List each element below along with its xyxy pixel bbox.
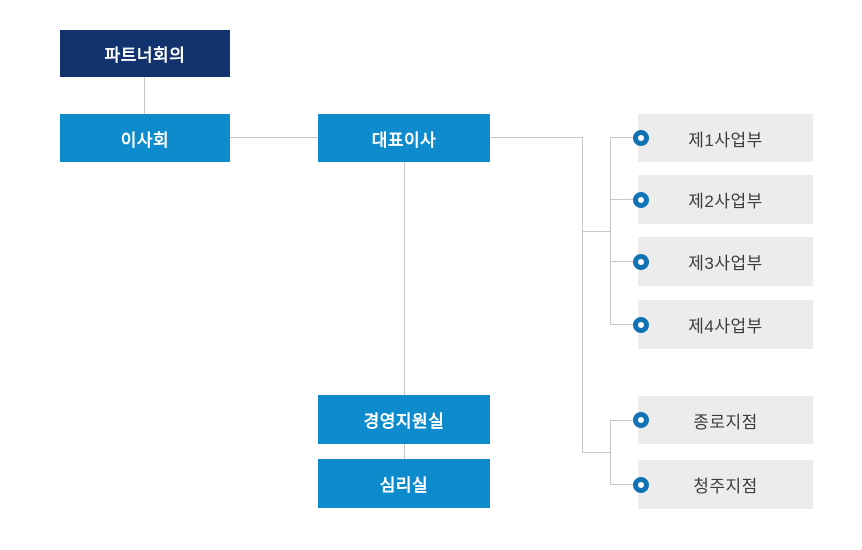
- connector-board-to-ceo: [230, 137, 318, 138]
- node-label: 대표이사: [371, 130, 437, 150]
- node-branch-jongno: 종로지점: [633, 396, 813, 444]
- connector-management-to-psychology: [404, 444, 405, 459]
- connector-branches-subtrunk: [610, 420, 611, 484]
- node-label: 청주지점: [693, 477, 758, 496]
- connector-division-3: [610, 261, 641, 262]
- circle-bullet-icon: [633, 412, 649, 428]
- node-management-support: 경영지원실: [318, 395, 490, 444]
- connector-division-4: [610, 324, 641, 325]
- circle-bullet-icon: [633, 316, 649, 333]
- node-division-1: 제1사업부: [633, 114, 813, 162]
- node-division-4: 제4사업부: [633, 300, 813, 349]
- connector-ceo-to-management: [404, 162, 405, 395]
- connector-main-trunk: [582, 137, 583, 452]
- node-board: 이사회: [60, 114, 230, 162]
- connector-trunk-to-divisions: [582, 231, 610, 232]
- connector-ceo-to-trunk: [490, 137, 582, 138]
- circle-bullet-icon: [633, 253, 649, 270]
- node-branch-cheongju: 청주지점: [633, 460, 813, 509]
- connector-divisions-subtrunk: [610, 137, 611, 325]
- connector-branch-2: [610, 484, 641, 485]
- node-label: 심리실: [379, 476, 429, 495]
- node-division-3: 제3사업부: [633, 237, 813, 286]
- node-label: 종로지점: [693, 412, 758, 432]
- node-label: 제3사업부: [688, 254, 763, 273]
- circle-bullet-icon: [633, 130, 649, 146]
- circle-bullet-icon: [633, 191, 649, 208]
- circle-bullet-icon: [633, 476, 649, 493]
- node-label: 파트너회의: [104, 46, 186, 65]
- node-psychology-office: 심리실: [318, 459, 490, 508]
- connector-trunk-to-branches: [582, 452, 610, 453]
- node-label: 제2사업부: [688, 192, 763, 211]
- node-label: 제1사업부: [688, 130, 763, 150]
- node-division-2: 제2사업부: [633, 175, 813, 224]
- connector-division-2: [610, 199, 641, 200]
- connector-partner-to-board: [144, 77, 145, 114]
- node-label: 경영지원실: [363, 412, 445, 431]
- node-label: 제4사업부: [688, 317, 763, 336]
- connector-branch-1: [610, 420, 641, 421]
- node-label: 이사회: [120, 130, 170, 150]
- connector-division-1: [610, 137, 641, 138]
- node-ceo: 대표이사: [318, 114, 490, 162]
- node-partner-meeting: 파트너회의: [60, 30, 230, 77]
